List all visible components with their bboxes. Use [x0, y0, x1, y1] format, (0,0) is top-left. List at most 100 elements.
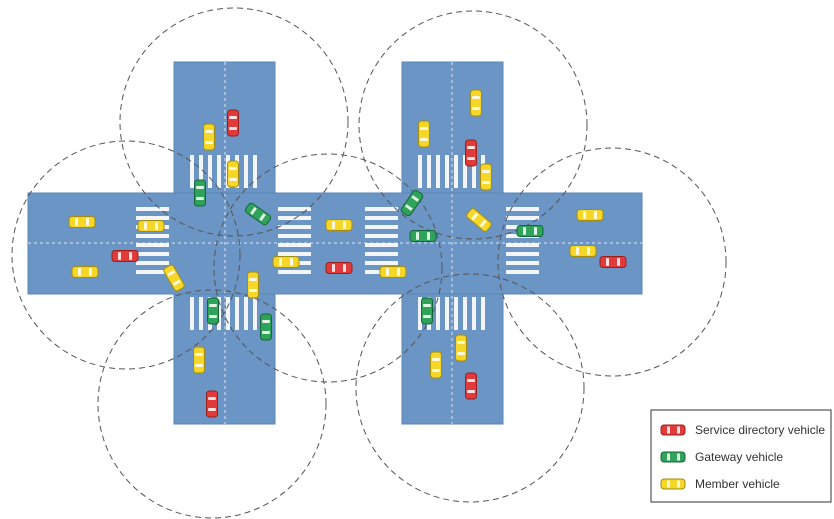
member-vehicle	[163, 264, 185, 292]
crosswalk-stripe	[506, 216, 539, 220]
coverage-circle	[497, 147, 727, 377]
coverage-circle	[213, 153, 443, 383]
member-vehicle	[430, 351, 442, 379]
crosswalk-stripe	[217, 155, 221, 188]
crosswalk-stripe	[506, 270, 539, 274]
crosswalk-stripe	[199, 155, 203, 188]
coverage-circle	[97, 289, 327, 519]
crosswalk-stripe	[365, 207, 398, 211]
member-vehicle	[418, 120, 430, 148]
member-vehicle	[68, 216, 96, 228]
member-vehicle	[470, 89, 482, 117]
crosswalk-stripe	[506, 261, 539, 265]
member-vehicle	[325, 219, 353, 231]
crosswalk-stripe	[136, 243, 169, 247]
member-vehicle	[466, 208, 492, 232]
crosswalk-stripe	[365, 261, 398, 265]
crosswalk-stripe	[244, 155, 248, 188]
legend-service-swatch	[660, 424, 686, 436]
member-vehicle	[569, 245, 597, 257]
crosswalk-stripe	[190, 155, 194, 188]
gateway-vehicle	[516, 225, 544, 237]
crosswalk-stripe	[454, 155, 458, 188]
member-vehicle	[247, 271, 259, 299]
crosswalk-stripe	[506, 252, 539, 256]
crosswalk-stripe	[463, 155, 467, 188]
crosswalk-stripe	[436, 297, 440, 330]
crosswalk-stripe	[208, 155, 212, 188]
legend-service-label: Service directory vehicle	[695, 423, 825, 437]
member-vehicle	[272, 256, 300, 268]
member-vehicle	[203, 123, 215, 151]
crosswalk-stripe	[506, 207, 539, 211]
crosswalk-stripe	[445, 297, 449, 330]
service-directory-vehicle	[465, 372, 477, 400]
crosswalk-stripe	[278, 216, 311, 220]
crosswalk-stripe	[278, 252, 311, 256]
crosswalk-stripe	[365, 243, 398, 247]
crosswalk-stripe	[506, 243, 539, 247]
gateway-vehicle	[207, 297, 219, 325]
crosswalk-stripe	[253, 297, 257, 330]
service-directory-vehicle	[325, 262, 353, 274]
crosswalk-stripe	[365, 234, 398, 238]
crosswalk-stripe	[436, 155, 440, 188]
gateway-vehicle	[260, 313, 272, 341]
gateway-vehicle	[400, 189, 424, 217]
gateway-vehicle	[244, 202, 272, 226]
crosswalk-stripe	[253, 155, 257, 188]
crosswalk-stripe	[427, 155, 431, 188]
service-directory-vehicle	[465, 139, 477, 167]
crosswalk-stripe	[136, 234, 169, 238]
crosswalk-stripe	[418, 297, 422, 330]
member-vehicle	[455, 334, 467, 362]
member-vehicle	[480, 163, 492, 191]
crosswalk-stripe	[136, 216, 169, 220]
gateway-vehicle	[194, 179, 206, 207]
crosswalk-stripe	[445, 155, 449, 188]
crosswalk-stripe	[235, 297, 239, 330]
lane-lines	[28, 62, 642, 424]
crosswalk-stripe	[365, 216, 398, 220]
service-directory-vehicle	[111, 250, 139, 262]
legend: Service directory vehicle Gateway vehicl…	[650, 409, 832, 503]
coverage-circle	[119, 7, 349, 237]
crosswalk-stripe	[136, 207, 169, 211]
crosswalk-stripe	[199, 297, 203, 330]
member-vehicle	[576, 209, 604, 221]
crosswalk-stripe	[278, 234, 311, 238]
service-directory-vehicle	[206, 390, 218, 418]
crosswalk-stripe	[463, 297, 467, 330]
legend-gateway-label: Gateway vehicle	[695, 450, 783, 464]
legend-gateway-swatch	[660, 451, 686, 463]
coverage-circle	[355, 273, 585, 503]
coverage-circle	[11, 140, 241, 370]
legend-member-label: Member vehicle	[695, 477, 780, 491]
crosswalk-stripe	[226, 297, 230, 330]
crosswalk-stripe	[454, 297, 458, 330]
crosswalk-stripe	[365, 252, 398, 256]
crosswalk-stripe	[136, 252, 169, 256]
member-vehicle	[193, 346, 205, 374]
service-directory-vehicle	[599, 256, 627, 268]
crosswalk-stripe	[472, 155, 476, 188]
member-vehicle	[379, 266, 407, 278]
vehicles	[68, 89, 627, 418]
crosswalk-stripe	[136, 261, 169, 265]
crosswalk-stripe	[278, 270, 311, 274]
member-vehicle	[227, 160, 239, 188]
crosswalk-stripe	[365, 225, 398, 229]
coverage-circle	[358, 10, 588, 240]
crosswalk-stripe	[244, 297, 248, 330]
member-vehicle	[71, 266, 99, 278]
gateway-vehicle	[421, 297, 433, 325]
service-directory-vehicle	[227, 109, 239, 137]
crosswalk-stripe	[418, 155, 422, 188]
crosswalk-stripe	[190, 297, 194, 330]
coverage-circles	[11, 7, 727, 519]
crosswalk-stripe	[278, 207, 311, 211]
crosswalk-stripe	[136, 270, 169, 274]
crosswalk-stripe	[472, 297, 476, 330]
member-vehicle	[137, 220, 165, 232]
